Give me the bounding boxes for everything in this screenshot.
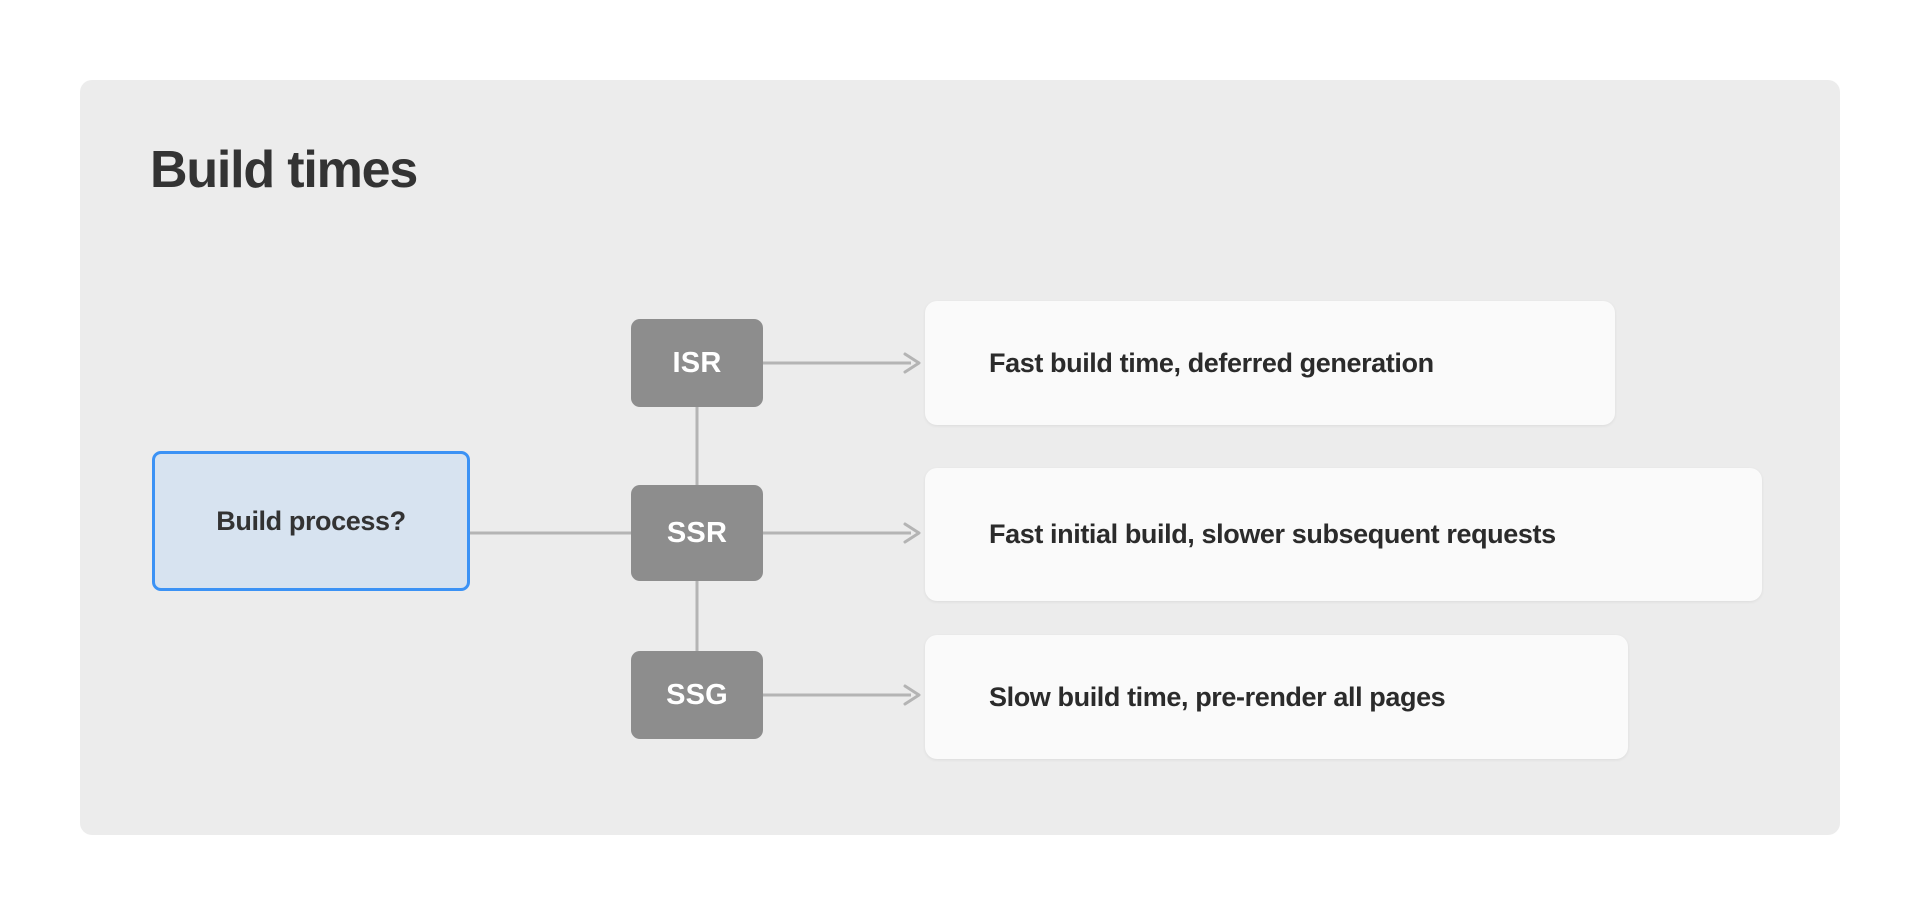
outcome-card-ssr[interactable]: Fast initial build, slower subsequent re…: [925, 468, 1762, 601]
node-build-process-label: Build process?: [216, 505, 406, 536]
node-build-process[interactable]: Build process?: [152, 451, 470, 591]
node-ssr-label: SSR: [666, 516, 728, 549]
node-ssg-label: SSG: [666, 678, 728, 711]
outcome-card-isr-label: Fast build time, deferred generation: [989, 347, 1434, 378]
node-isr[interactable]: ISR: [631, 319, 763, 407]
node-isr-label: ISR: [672, 346, 722, 379]
outcome-card-ssg-label: Slow build time, pre-render all pages: [989, 681, 1446, 712]
outcome-card-ssr-label: Fast initial build, slower subsequent re…: [989, 519, 1556, 549]
arrow-right-icon: [903, 352, 921, 374]
outcome-card-ssg[interactable]: Slow build time, pre-render all pages: [925, 635, 1628, 759]
arrow-right-icon: [903, 522, 921, 544]
arrow-right-icon: [903, 684, 921, 706]
node-ssg[interactable]: SSG: [631, 651, 763, 739]
node-ssr[interactable]: SSR: [631, 485, 763, 581]
outcome-card-isr[interactable]: Fast build time, deferred generation: [925, 301, 1615, 425]
page-title: Build times: [150, 141, 418, 199]
